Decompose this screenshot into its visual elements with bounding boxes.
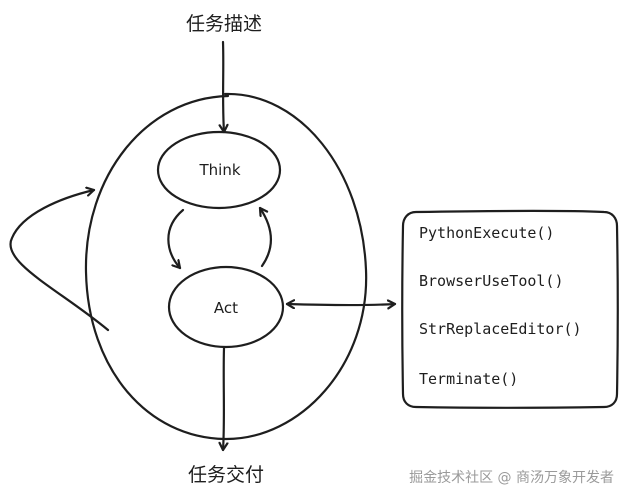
output-label: 任务交付 [188, 464, 264, 486]
watermark-text: 掘金技术社区 @ 商汤万象开发者 [409, 470, 614, 486]
think-node [156, 130, 282, 210]
tool-item-python-execute: PythonExecute() [419, 224, 554, 242]
act-node [167, 265, 285, 349]
self-loop-arrow [9, 190, 110, 332]
tool-item-terminate: Terminate() [419, 370, 518, 388]
act-to-think-arrow [258, 206, 272, 268]
think-to-act-arrow [167, 208, 185, 270]
act-label: Act [214, 299, 238, 317]
tool-item-browser-use-tool: BrowserUseTool() [419, 272, 564, 290]
output-arrow [223, 346, 224, 452]
tool-item-str-replace-editor: StrReplaceEditor() [419, 320, 582, 338]
input-arrow [223, 40, 224, 134]
tools-box [401, 209, 619, 409]
input-label: 任务描述 [186, 13, 262, 35]
think-label: Think [198, 161, 240, 179]
outer-loop-ellipse [84, 92, 368, 441]
act-tools-arrow [285, 304, 397, 305]
